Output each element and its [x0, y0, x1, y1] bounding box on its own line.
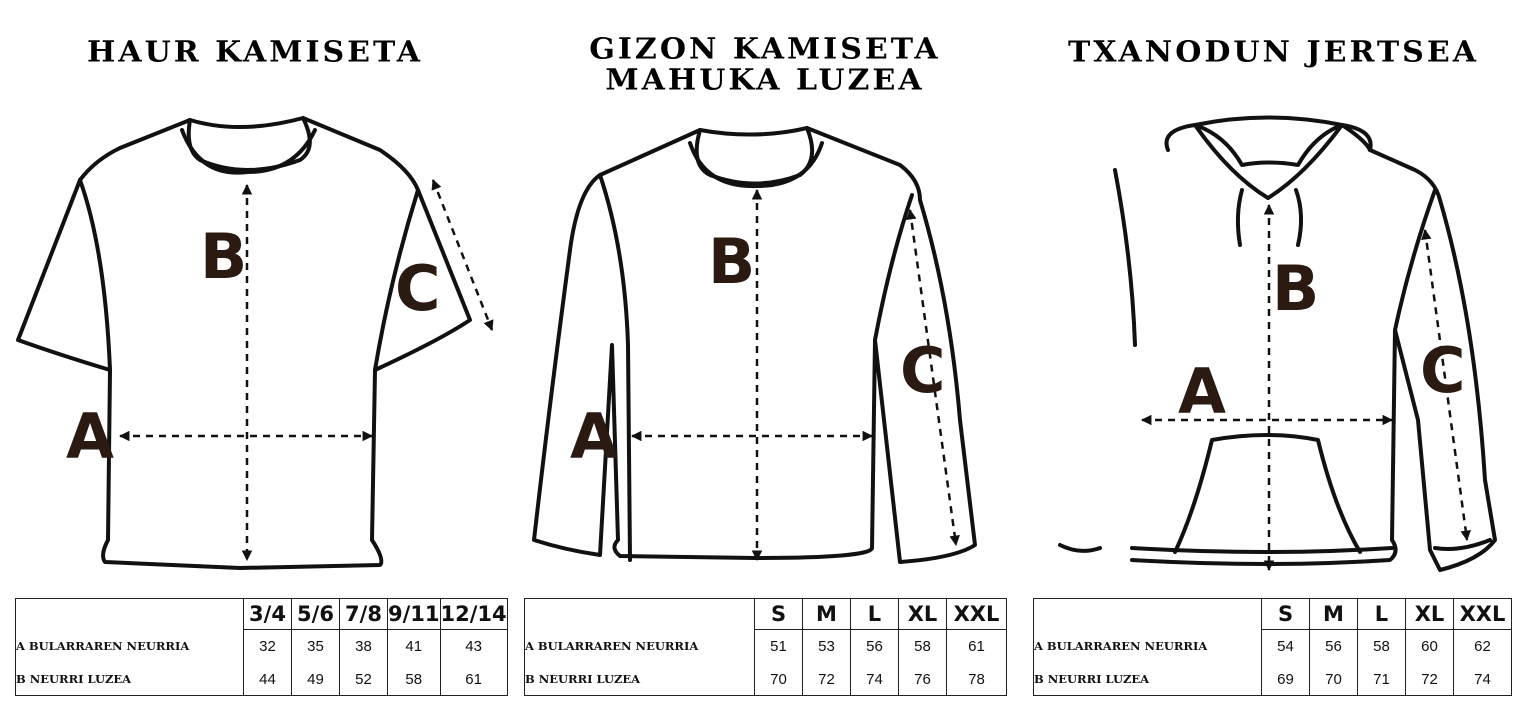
table-cell: 74 — [850, 663, 899, 696]
size-panel-kids-tshirt: HAUR KAMISETA B C A 3/4 5/6 7/8 9/11 12/… — [0, 0, 510, 709]
size-col-header: S — [754, 598, 803, 630]
table-cell: 53 — [802, 629, 851, 663]
table-cell: 35 — [291, 629, 340, 663]
table-row: B NEURRI LUZEA 69 70 71 72 74 — [1033, 663, 1512, 696]
table-cell: 43 — [439, 629, 508, 663]
size-header-row: S M L XL XXL — [1033, 598, 1512, 630]
hoodie-pocket — [1173, 433, 1362, 554]
size-header-row: 3/4 5/6 7/8 9/11 12/14 — [15, 598, 508, 630]
size-col-header: XL — [898, 598, 947, 630]
size-table: 3/4 5/6 7/8 9/11 12/14 A BULARRAREN NEUR… — [15, 598, 508, 696]
row-b-label: B NEURRI LUZEA — [524, 663, 705, 696]
hood-outline — [1164, 123, 1373, 200]
letter-b: B — [200, 220, 247, 293]
row-a-label: A BULARRAREN NEURRIA — [524, 629, 705, 663]
table-cell: 72 — [1405, 663, 1454, 696]
row-b-label: B NEURRI LUZEA — [1033, 663, 1214, 696]
table-cell: 44 — [243, 663, 292, 696]
row-a-label: A BULARRAREN NEURRIA — [15, 629, 196, 663]
size-col-header: M — [1309, 598, 1358, 630]
tshirt-body-outline — [16, 116, 472, 570]
table-row: B NEURRI LUZEA 44 49 52 58 61 — [15, 663, 508, 696]
size-header-row: S M L XL XXL — [524, 598, 1007, 630]
size-col-header: M — [802, 598, 851, 630]
table-row: A BULARRAREN NEURRIA 51 53 56 58 61 — [524, 629, 1007, 663]
row-a-label: A BULARRAREN NEURRIA — [1033, 629, 1214, 663]
size-col-header: 3/4 — [243, 598, 292, 630]
table-cell: 62 — [1453, 629, 1512, 663]
table-cell: 41 — [387, 629, 441, 663]
table-cell: 74 — [1453, 663, 1512, 696]
table-cell: 61 — [946, 629, 1007, 663]
size-panel-hoodie: TXANODUN JERTSEA B C A S — [1020, 0, 1527, 709]
size-panel-mens-longsleeve: GIZON KAMISETA MAHUKA LUZEA B C A S M L … — [510, 0, 1020, 709]
size-col-header: XL — [1405, 598, 1454, 630]
size-table: S M L XL XXL A BULARRAREN NEURRIA 54 56 … — [1033, 598, 1512, 696]
table-row: A BULARRAREN NEURRIA 54 56 58 60 62 — [1033, 629, 1512, 663]
size-col-header: 12/14 — [439, 598, 508, 630]
table-cell: 78 — [946, 663, 1007, 696]
table-cell: 38 — [339, 629, 388, 663]
size-col-header: S — [1261, 598, 1310, 630]
size-col-header: 5/6 — [291, 598, 340, 630]
letter-a: A — [570, 400, 618, 473]
panel-title: GIZON KAMISETA MAHUKA LUZEA — [510, 34, 1020, 97]
size-col-header: L — [1357, 598, 1406, 630]
letter-b: B — [708, 225, 755, 298]
size-col-header: L — [850, 598, 899, 630]
longsleeve-body-outline — [532, 126, 977, 564]
size-table: S M L XL XXL A BULARRAREN NEURRIA 51 53 … — [524, 598, 1007, 696]
letter-c: C — [900, 334, 946, 407]
table-row: B NEURRI LUZEA 70 72 74 76 78 — [524, 663, 1007, 696]
letter-c: C — [1420, 334, 1466, 407]
table-cell: 76 — [898, 663, 947, 696]
table-cell: 69 — [1261, 663, 1310, 696]
hoodie-illustration: B C A — [1058, 115, 1497, 572]
table-cell: 56 — [850, 629, 899, 663]
table-cell: 58 — [1357, 629, 1406, 663]
table-cell: 54 — [1261, 629, 1310, 663]
table-cell: 71 — [1357, 663, 1406, 696]
size-col-header: 9/11 — [387, 598, 441, 630]
letter-c: C — [395, 252, 441, 325]
row-b-label: B NEURRI LUZEA — [15, 663, 196, 696]
table-cell: 72 — [802, 663, 851, 696]
size-col-header: XXL — [946, 598, 1007, 630]
table-cell: 61 — [439, 663, 508, 696]
table-cell: 70 — [754, 663, 803, 696]
tshirt-illustration: B C A — [16, 116, 494, 570]
table-cell: 32 — [243, 629, 292, 663]
table-cell: 49 — [291, 663, 340, 696]
table-cell: 70 — [1309, 663, 1358, 696]
measure-c-line — [431, 179, 494, 331]
letter-a: A — [1178, 355, 1226, 428]
table-row: A BULARRAREN NEURRIA 32 35 38 41 43 — [15, 629, 508, 663]
panel-title-line-1: GIZON KAMISETA — [589, 32, 941, 66]
drawstring-right — [1294, 188, 1303, 247]
longsleeve-illustration: B C A — [532, 126, 977, 564]
panel-title: TXANODUN JERTSEA — [1067, 35, 1479, 70]
letter-b: B — [1272, 252, 1319, 325]
table-cell: 58 — [898, 629, 947, 663]
panel-title: HAUR KAMISETA — [86, 35, 424, 70]
letter-a: A — [66, 400, 114, 473]
size-col-header: XXL — [1453, 598, 1512, 630]
table-cell: 56 — [1309, 629, 1358, 663]
panel-title-line-2: MAHUKA LUZEA — [605, 64, 925, 98]
table-cell: 60 — [1405, 629, 1454, 663]
table-cell: 58 — [387, 663, 441, 696]
measure-c-line — [1421, 228, 1471, 542]
measure-c-line — [906, 208, 960, 547]
drawstring-left — [1235, 188, 1244, 247]
table-cell: 52 — [339, 663, 388, 696]
size-col-header: 7/8 — [339, 598, 388, 630]
table-cell: 51 — [754, 629, 803, 663]
